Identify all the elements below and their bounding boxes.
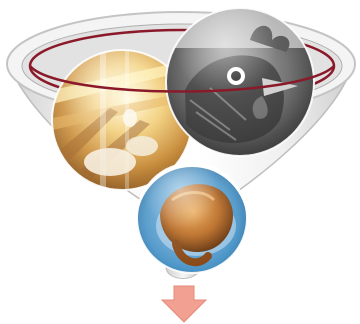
down-arrow-icon bbox=[162, 286, 206, 322]
roast-chicken-photo bbox=[137, 163, 247, 277]
